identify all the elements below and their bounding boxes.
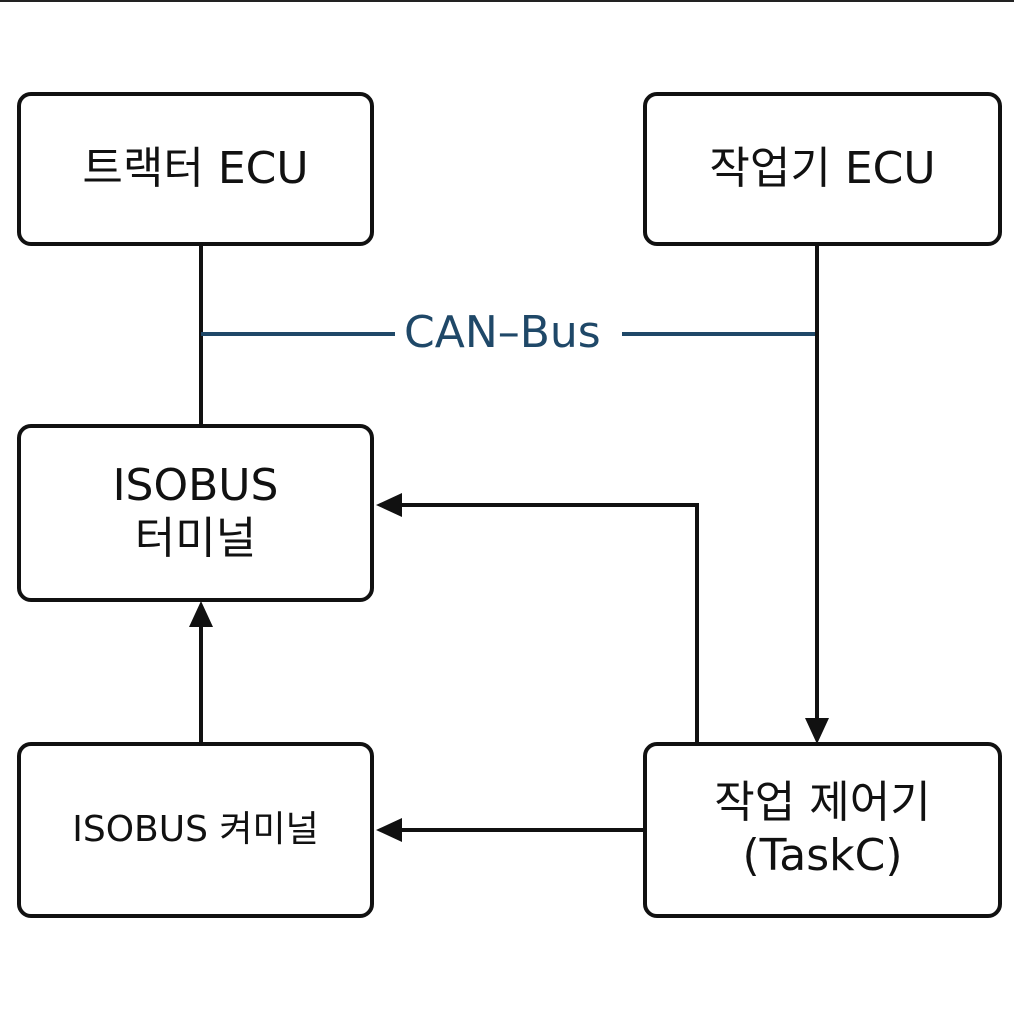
taskc-to-terminal-arrow: [398, 503, 699, 744]
isobus-terminal-label-line1: ISOBUS: [112, 460, 279, 512]
taskc-to-terminal-arrowhead: [376, 493, 402, 517]
can-bus-label: CAN–Bus: [396, 311, 609, 355]
task-controller-label-line1: 작업 제어기: [714, 777, 931, 829]
taskc-to-kommunal-arrowhead: [376, 818, 402, 842]
task-controller-box: 작업 제어기 (TaskC): [643, 742, 1002, 918]
task-controller-label-line2: (TaskC): [742, 830, 903, 881]
tractor-ecu-box: 트랙터 ECU: [17, 92, 374, 246]
kommunal-to-terminal-arrowhead: [189, 601, 213, 627]
implement-ecu-box: 작업기 ECU: [643, 92, 1002, 246]
implement-ecu-label: 작업기 ECU: [709, 142, 936, 194]
tractor-ecu-label: 트랙터 ECU: [82, 142, 309, 194]
isobus-kommunal-box: ISOBUS 켜미널: [17, 742, 374, 918]
isobus-terminal-label-line2: 터미널: [134, 513, 257, 564]
isobus-terminal-box: ISOBUS 터미널: [17, 424, 374, 602]
implement-ecu-to-taskc-arrowhead: [805, 718, 829, 744]
top-border-line: [0, 0, 1014, 2]
isobus-kommunal-label: ISOBUS 켜미널: [72, 809, 319, 851]
